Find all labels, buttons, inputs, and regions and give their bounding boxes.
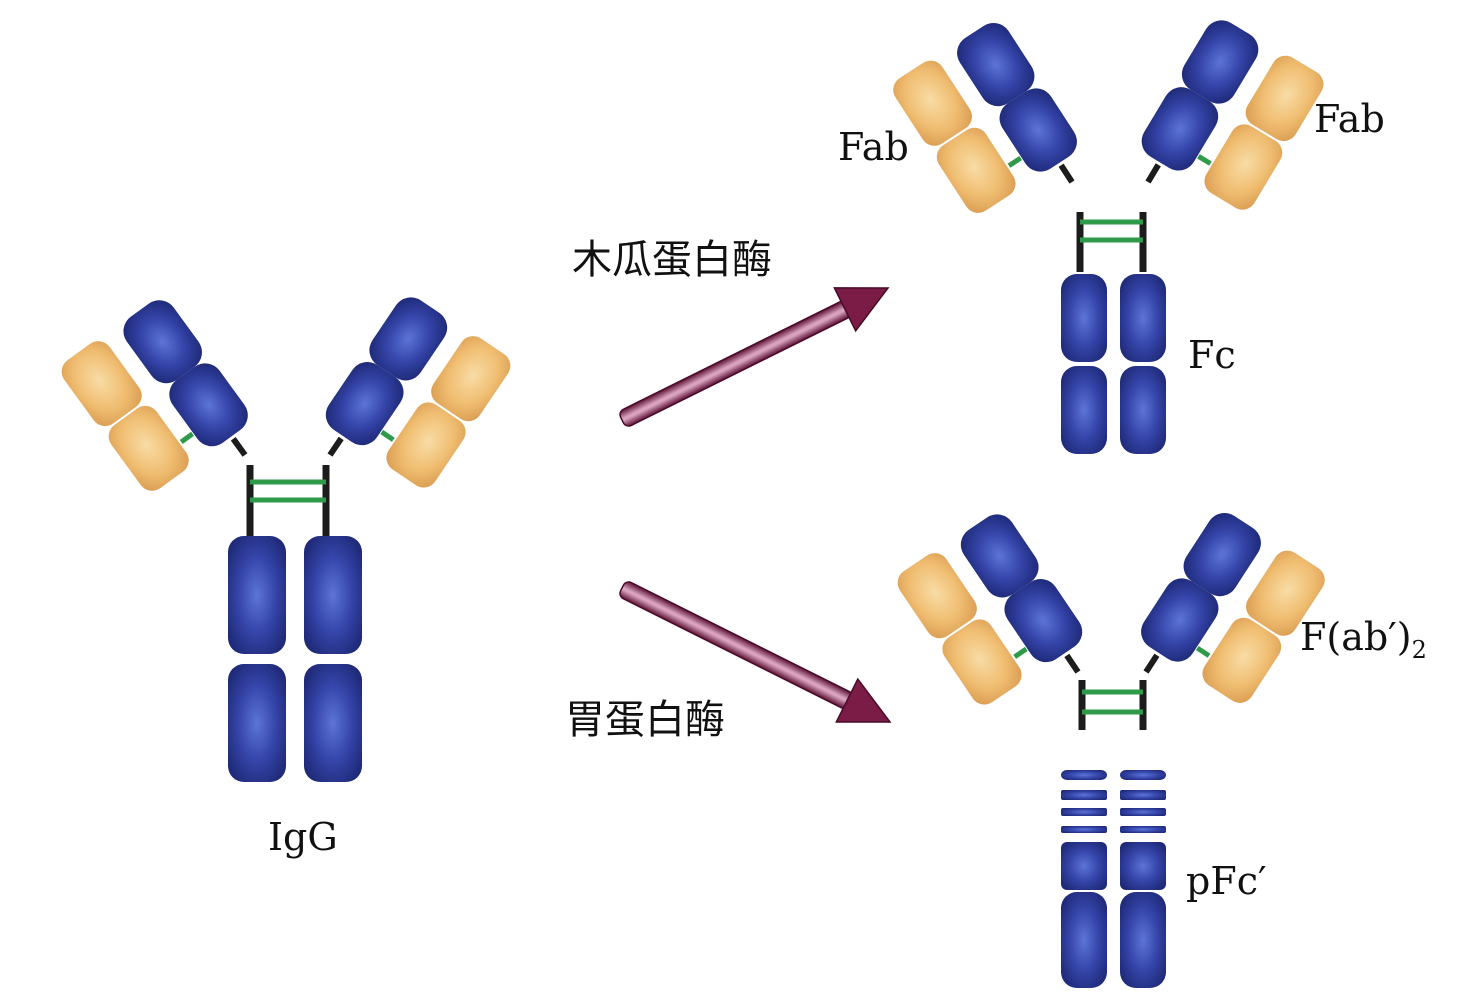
pepsin-arrow <box>619 581 892 723</box>
pfc-left-upper-domain <box>1061 842 1107 890</box>
papain-fc-left-ch2-domain <box>1061 274 1107 362</box>
papain-arrow-head <box>833 287 890 333</box>
igg-fc-right-ch3-domain <box>304 664 362 782</box>
papain-right-fab-hinge-link <box>1145 163 1161 184</box>
igg-fc-left-ch2-domain <box>228 536 286 654</box>
igg-right-fab-arm-hinge-link <box>327 436 344 457</box>
pfc-right-lower-domain <box>1120 892 1166 988</box>
pfc-right-stripe-1 <box>1120 770 1166 780</box>
pepsin-right-fab-arm <box>1141 512 1325 703</box>
papain-right-fab-light-constant-domain <box>1204 124 1283 210</box>
igg-left-fab-arm-light-variable-domain <box>61 341 142 427</box>
igg-left-fab-arm-heavy-variable-domain <box>123 300 202 384</box>
pepsin-fab2-fragment <box>1078 680 1147 730</box>
igg-right-fab-arm-heavy-variable-domain <box>369 297 448 381</box>
papain-right-fab-heavy-variable-domain <box>1181 20 1259 104</box>
pfc-label: pFc′ <box>1186 859 1267 903</box>
pepsin-right-fab-arm-heavy-variable-domain <box>1183 512 1261 597</box>
pepsin-left-fab-arm-light-heavy-bond <box>1013 646 1028 659</box>
igg-left-fab-arm-light-heavy-bond <box>179 431 194 445</box>
pepsin-right-fab-arm-light-constant-domain <box>1202 617 1282 703</box>
papain-left-fab-heavy-constant-domain <box>999 88 1077 172</box>
igg-left-fab-arm-light-constant-domain <box>108 405 189 491</box>
pepsin-arrow-shaft <box>619 581 854 710</box>
pepsin-label: 胃蛋白酶 <box>565 697 725 743</box>
papain-label: 木瓜蛋白酶 <box>572 237 772 283</box>
igg-label: IgG <box>268 815 338 859</box>
papain-right-fab-heavy-constant-domain <box>1141 87 1219 171</box>
fab2-label: F(ab′)2 <box>1300 618 1427 662</box>
papain-fc-right-ch2-domain <box>1120 274 1166 362</box>
papain-left-fab-light-heavy-bond <box>1007 155 1023 168</box>
igg-left-fab-arm-heavy-constant-domain <box>169 363 248 447</box>
papain-left-fab <box>893 22 1077 213</box>
pepsin-left-fab-arm-light-variable-domain <box>897 553 977 639</box>
pfc-right-upper-domain <box>1120 842 1166 890</box>
igg-right-fab-arm-light-heavy-bond <box>380 429 395 442</box>
papain-right-fab-light-variable-domain <box>1245 55 1324 142</box>
fab2-main-text: F(ab′) <box>1300 615 1412 659</box>
pfc-right-stripe-4 <box>1120 826 1166 833</box>
fab-right-label: Fab <box>1314 97 1385 141</box>
pfc-left-stripe-1 <box>1061 770 1107 780</box>
pepsin-right-fab-arm-light-variable-domain <box>1246 550 1325 636</box>
papain-fc-fragment <box>1061 212 1166 454</box>
igg-fc-right-ch2-domain <box>304 536 362 654</box>
igg-left-fab-arm-hinge-link <box>230 437 248 457</box>
igg-right-fab-arm-light-variable-domain <box>431 336 511 422</box>
pfc-right-stripe-2 <box>1120 790 1166 800</box>
pepsin-left-fab-arm-hinge-link <box>1064 653 1081 674</box>
pepsin-left-fab-arm-light-constant-domain <box>942 619 1022 705</box>
pepsin-right-fab-arm-heavy-constant-domain <box>1141 578 1219 662</box>
igg-right-fab-arm <box>325 297 511 488</box>
pfc-left-stripe-3 <box>1061 808 1107 816</box>
igg-right-fab-arm-light-constant-domain <box>386 402 466 488</box>
papain-left-fab-heavy-variable-domain <box>957 22 1035 107</box>
fab2-subscript: 2 <box>1411 636 1427 664</box>
pepsin-left-fab-arm-heavy-constant-domain <box>1004 579 1083 663</box>
papain-right-fab-light-heavy-bond <box>1197 154 1212 166</box>
igg-fc-left-ch3-domain <box>228 664 286 782</box>
pfc-right-stripe-3 <box>1120 808 1166 816</box>
pfc-left-stripe-2 <box>1061 790 1107 800</box>
papain-right-fab <box>1141 20 1324 210</box>
igg-molecule <box>228 465 362 782</box>
igg-left-fab-arm <box>61 300 248 491</box>
pepsin-right-fab-arm-hinge-link <box>1143 653 1160 674</box>
papain-fc-left-ch3-domain <box>1061 366 1107 454</box>
pepsin-right-fab-arm-light-heavy-bond <box>1195 645 1211 658</box>
pepsin-pfc-fragment <box>1061 770 1166 988</box>
papain-arrow-shaft <box>619 300 852 427</box>
fc-label: Fc <box>1188 333 1236 377</box>
fab-left-label: Fab <box>838 125 909 169</box>
igg-right-fab-arm-heavy-constant-domain <box>325 362 404 446</box>
pepsin-arrow-head <box>835 677 892 723</box>
papain-left-fab-light-constant-domain <box>936 127 1016 213</box>
pfc-left-lower-domain <box>1061 892 1107 988</box>
pepsin-left-fab-arm-heavy-variable-domain <box>960 514 1039 598</box>
pepsin-left-fab-arm <box>897 514 1083 705</box>
papain-arrow <box>619 287 890 427</box>
papain-fc-right-ch3-domain <box>1120 366 1166 454</box>
pfc-left-stripe-4 <box>1061 826 1107 833</box>
papain-left-fab-hinge-link <box>1058 163 1075 184</box>
papain-left-fab-light-variable-domain <box>893 60 972 146</box>
